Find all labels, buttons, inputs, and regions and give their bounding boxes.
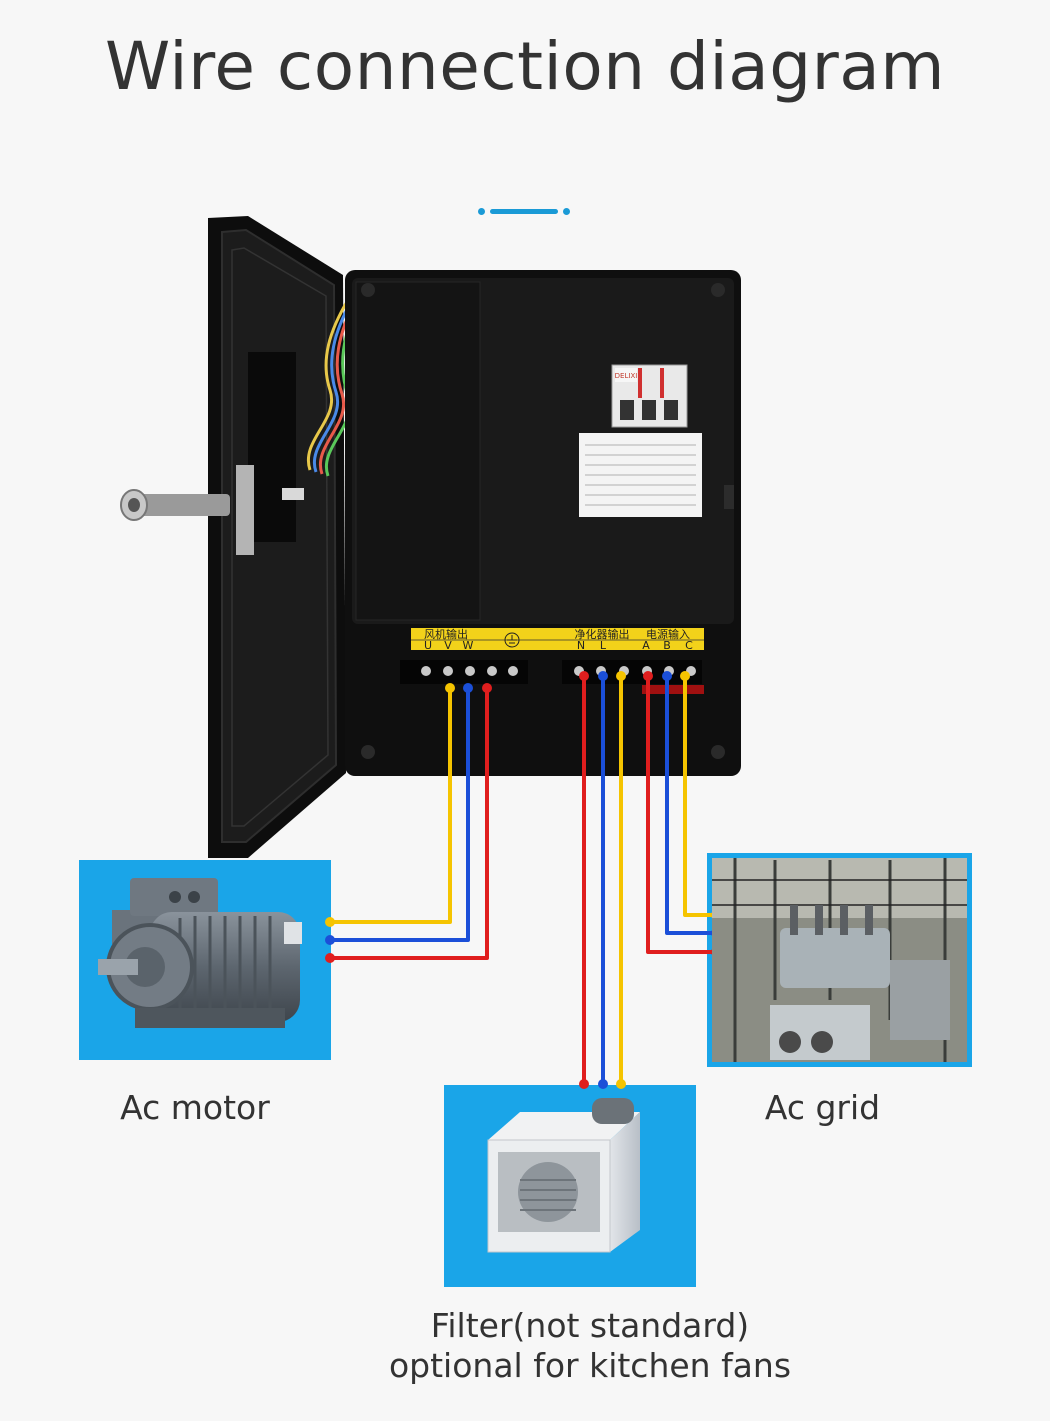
terminal-n-label: N bbox=[577, 639, 585, 652]
page-title: Wire connection diagram bbox=[105, 28, 945, 105]
ground-symbol-icon bbox=[504, 632, 520, 648]
terminal-a-label: A bbox=[642, 639, 650, 652]
filter-caption-line1: Filter(not standard) bbox=[430, 1306, 750, 1345]
terminal-l-label: L bbox=[600, 639, 607, 652]
terminal-v-label: V bbox=[444, 639, 452, 652]
power-substation-image bbox=[712, 858, 967, 1062]
wire-motor-v bbox=[330, 688, 470, 942]
purifier-output-label: 净化器输出 bbox=[575, 627, 630, 641]
ac-motor-caption: Ac motor bbox=[120, 1088, 270, 1127]
wire-grid-b bbox=[665, 676, 716, 935]
accent-dot-left bbox=[478, 208, 485, 215]
wire-motor-u bbox=[330, 688, 452, 924]
door-display-module bbox=[248, 352, 296, 542]
ac-grid-caption: Ac grid bbox=[764, 1088, 881, 1127]
terminal-c-label: C bbox=[685, 639, 693, 652]
terminal-w-label: W bbox=[463, 639, 474, 652]
wire-motor-w bbox=[330, 688, 489, 960]
ac-motor-image bbox=[98, 878, 302, 1028]
accent-dot-right bbox=[563, 208, 570, 215]
circuit-breaker: DELIXI bbox=[611, 364, 688, 428]
door-lock-handle bbox=[120, 465, 254, 555]
wires bbox=[330, 676, 716, 1084]
terminal-b-label: B bbox=[663, 639, 671, 652]
wire-grid-a bbox=[646, 676, 716, 954]
cabinet-body: DELIXI 风机输出 净化器输出 电源输入 U V bbox=[345, 270, 741, 776]
filter-caption: Filter(not standard) optional for kitche… bbox=[360, 1306, 820, 1386]
terminal-label-strip: 风机输出 净化器输出 电源输入 U V W N L A B C bbox=[411, 627, 704, 652]
power-input-label: 电源输入 bbox=[646, 627, 690, 641]
wire-grid-c bbox=[683, 676, 716, 917]
filter-caption-line2: optional for kitchen fans bbox=[388, 1346, 792, 1385]
cabinet-door bbox=[120, 216, 362, 858]
fan-output-label: 风机输出 bbox=[424, 627, 468, 641]
kitchen-fan-filter-image bbox=[487, 1098, 640, 1253]
breaker-brand: DELIXI bbox=[615, 372, 638, 380]
title-accent-divider bbox=[478, 207, 570, 217]
accent-bar bbox=[490, 209, 558, 214]
info-sticker bbox=[579, 433, 702, 517]
terminal-u-label: U bbox=[424, 639, 432, 652]
